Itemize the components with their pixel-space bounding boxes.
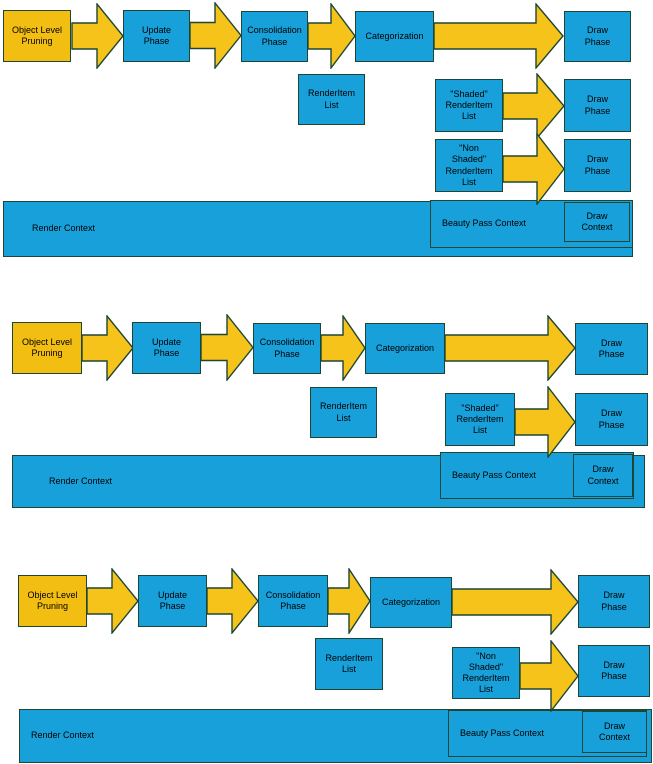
arrow-right-icon (502, 73, 565, 139)
render-context-label: Render Context (32, 223, 96, 234)
draw-phase-box: Draw Phase (564, 139, 631, 192)
shaded-renderitem-list-label: "Shaded" RenderItem List (456, 402, 504, 436)
draw-phase-box: Draw Phase (575, 323, 648, 375)
draw-phase-label: Draw Phase (601, 659, 627, 681)
draw-context-box: Draw Context (564, 202, 630, 242)
draw-phase-box: Draw Phase (578, 645, 650, 697)
draw-phase-label: Draw Phase (584, 25, 611, 47)
update-phase-label: Update Phase (151, 336, 182, 358)
consolidation-phase-box: Consolidation Phase (253, 323, 321, 374)
arrow-right-icon (206, 568, 259, 634)
update-phase-box: Update Phase (138, 575, 207, 627)
draw-phase-label: Draw Phase (601, 590, 627, 612)
renderitem-list-label: RenderItem List (319, 401, 368, 423)
consolidation-phase-box: Consolidation Phase (258, 575, 328, 627)
draw-phase-label: Draw Phase (584, 94, 611, 116)
object-level-pruning-box: Object Level Pruning (12, 322, 82, 374)
arrow-right-icon (451, 569, 579, 635)
draw-phase-box: Draw Phase (564, 79, 631, 132)
draw-phase-box: Draw Phase (578, 575, 650, 628)
shaded-renderitem-list-box: "Shaded" RenderItem List (445, 393, 515, 446)
object-level-pruning-label: Object Level Pruning (21, 336, 73, 358)
arrow-right-icon (307, 3, 356, 69)
arrow-right-icon (519, 640, 579, 712)
arrow-right-icon (189, 2, 242, 69)
consolidation-phase-box: Consolidation Phase (241, 11, 308, 62)
draw-context-label: Draw Context (587, 464, 619, 486)
arrow-right-icon (502, 133, 565, 205)
non-shaded-renderitem-list-box: "Non Shaded" RenderItem List (452, 647, 520, 699)
renderitem-list-box: RenderItem List (315, 638, 383, 690)
update-phase-box: Update Phase (123, 10, 190, 62)
arrow-right-icon (433, 3, 564, 69)
update-phase-box: Update Phase (132, 322, 201, 374)
renderitem-list-label: RenderItem List (307, 88, 356, 110)
render-context-label: Render Context (31, 730, 95, 741)
beauty-pass-context-label: Beauty Pass Context (442, 218, 527, 229)
categorization-label: Categorization (375, 342, 435, 353)
non-shaded-renderitem-list-box: "Non Shaded" RenderItem List (435, 139, 503, 192)
arrow-right-icon (327, 568, 371, 634)
draw-phase-label: Draw Phase (584, 154, 611, 176)
categorization-label: Categorization (381, 596, 441, 607)
draw-phase-box: Draw Phase (575, 393, 648, 446)
arrow-right-icon (320, 315, 366, 381)
categorization-box: Categorization (365, 323, 445, 374)
beauty-pass-context-label: Beauty Pass Context (452, 469, 537, 480)
categorization-box: Categorization (370, 577, 452, 628)
beauty-pass-context-label: Beauty Pass Context (460, 727, 545, 738)
update-phase-label: Update Phase (141, 24, 172, 46)
object-level-pruning-box: Object Level Pruning (18, 575, 87, 627)
renderitem-list-label: RenderItem List (325, 652, 373, 674)
draw-context-label: Draw Context (581, 210, 613, 232)
draw-context-box: Draw Context (573, 454, 633, 497)
object-level-pruning-box: Object Level Pruning (3, 10, 71, 62)
consolidation-phase-label: Consolidation Phase (265, 589, 321, 611)
draw-context-label: Draw Context (598, 720, 631, 742)
non-shaded-renderitem-list-label: "Non Shaded" RenderItem List (445, 143, 493, 187)
renderitem-list-box: RenderItem List (310, 387, 377, 438)
arrow-right-icon (444, 315, 576, 381)
consolidation-phase-label: Consolidation Phase (259, 337, 315, 359)
update-phase-label: Update Phase (157, 589, 188, 611)
object-level-pruning-label: Object Level Pruning (11, 24, 63, 46)
arrow-right-icon (86, 568, 139, 634)
draw-phase-label: Draw Phase (598, 408, 625, 430)
categorization-label: Categorization (365, 30, 424, 41)
render-context-label: Render Context (49, 475, 113, 486)
renderitem-list-box: RenderItem List (298, 74, 365, 125)
draw-context-box: Draw Context (582, 711, 647, 753)
shaded-renderitem-list-box: "Shaded" RenderItem List (435, 79, 503, 132)
arrow-right-icon (71, 3, 124, 69)
non-shaded-renderitem-list-label: "Non Shaded" RenderItem List (462, 650, 510, 695)
shaded-renderitem-list-label: "Shaded" RenderItem List (445, 88, 493, 122)
object-level-pruning-label: Object Level Pruning (27, 589, 78, 611)
draw-phase-label: Draw Phase (598, 337, 625, 359)
arrow-right-icon (200, 314, 254, 381)
arrow-right-icon (514, 386, 576, 458)
consolidation-phase-label: Consolidation Phase (247, 25, 302, 47)
draw-phase-box: Draw Phase (564, 11, 631, 62)
arrow-right-icon (81, 315, 134, 381)
categorization-box: Categorization (355, 11, 434, 62)
